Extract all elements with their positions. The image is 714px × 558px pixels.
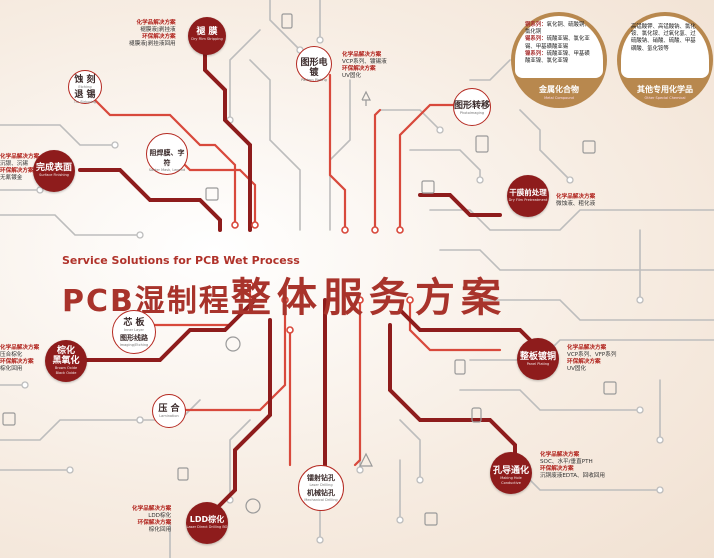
node-label: 整板镀铜 — [519, 352, 556, 362]
node-label-en: Etching — [78, 85, 92, 89]
node-label-en: Laser Direct Drilling BO — [186, 525, 228, 529]
node-label-en-2: Tin Stripping — [73, 100, 97, 104]
node-label: 蚀 刻 — [74, 75, 96, 85]
desc-dry-film-stripping: 化学品解决方案 褪膜液|剥挂液 环保解决方案 褪膜液|剥挂液回用 — [129, 20, 176, 47]
node-label-en-2: Black Oxide — [55, 371, 77, 375]
banner-title-part2: 整体服务方案 — [230, 275, 507, 321]
node-label-en: Pattern Plating — [301, 78, 327, 82]
node-label-en: Surface Finishing — [39, 173, 69, 177]
node-label-en: Photoimaging — [459, 111, 485, 115]
chem-metal-lines: 铜系列：氧化铜、硫酸铜、氯化铜 锡系列：硫酸亚锡、氯化亚锡、甲基磺酸亚锡 镍系列… — [525, 22, 590, 65]
desc-ldd-brown-oxide: 化学品解决方案 LDD棕化 环保解决方案 棕化回用 — [132, 506, 172, 533]
node-brown-oxide: 棕化 黑氧化 Brown Oxide Black Oxide — [45, 340, 87, 382]
node-solder-mask: 阻焊膜、字符 Solder Mask, Legend — [146, 133, 188, 175]
node-lamination: 压 合 Lamination — [152, 394, 186, 428]
node-surface-finishing: 完成表面 Surface Finishing — [33, 150, 75, 192]
node-label-en: Panel Plating — [526, 362, 550, 366]
node-label-2: 机械钻孔 — [307, 489, 335, 497]
node-ldd-brown-oxide: LDD棕化 Laser Direct Drilling BO — [186, 502, 228, 544]
node-label-en: Dry Film Pretreatment — [508, 198, 548, 202]
node-label-2: 黑氧化 — [52, 356, 80, 366]
chem-other-special: 高锰酸钾、高锰酸钠、氯化铵、氯化铵、过氧化氢、过硫酸钠、硝酸、硫酸、甲基磺酸、氢… — [617, 12, 713, 108]
desc-making-hole-conductive: 化学品解决方案 SOC、水平/垂直PTH 环保解决方案 沉铜废液EDTA、回收回… — [540, 452, 605, 479]
node-label: 图形电镀 — [300, 58, 328, 78]
title-banner: Service Solutions for PCB Wet Process PC… — [62, 254, 662, 323]
node-label-en: Lamination — [159, 414, 179, 418]
node-label: 芯 板 — [123, 318, 145, 328]
node-label-2: 退 锡 — [74, 90, 96, 100]
node-dry-film-pretreatment: 干膜前处理 Dry Film Pretreatment — [507, 175, 549, 217]
desc-pattern-plating: 化学品解决方案 VCP系列、镀锡液 环保解决方案 UV固化 — [342, 52, 387, 79]
node-label: LDD棕化 — [189, 515, 225, 524]
node-inner-layer: 芯 板 Inner Layer 图形线路 Imaging/Etching — [112, 310, 156, 354]
node-label: 阻焊膜、字符 — [149, 149, 185, 167]
node-label-2: 图形线路 — [120, 334, 148, 342]
node-dry-film-stripping: 褪 膜 Dry Film Stripping — [188, 17, 226, 55]
node-label: 压 合 — [158, 404, 180, 414]
chem-special-panel — [621, 16, 709, 78]
node-label: 棕化 — [56, 346, 75, 356]
desc-surface-finishing: 化学品解决方案 沉银、沉锡 环保解决方案 无氰镀金 — [0, 154, 40, 181]
node-making-hole-conductive: 孔导通化 Making Hole Conductive — [490, 452, 532, 494]
node-label: 镭射钻孔 — [307, 474, 335, 482]
node-label: 孔导通化 — [492, 466, 529, 476]
node-label: 褪 膜 — [196, 27, 218, 37]
chem-metal-compound: 铜系列：氧化铜、硫酸铜、氯化铜 锡系列：硫酸亚锡、氯化亚锡、甲基磺酸亚锡 镍系列… — [511, 12, 607, 108]
banner-subtitle: Service Solutions for PCB Wet Process — [62, 254, 300, 267]
node-etching: 蚀 刻 Etching 退 锡 Tin Stripping — [68, 70, 102, 104]
node-label-en: Brown Oxide — [54, 366, 78, 370]
node-panel-plating: 整板镀铜 Panel Plating — [517, 338, 559, 380]
node-label-en-2: Imaging/Etching — [119, 343, 149, 347]
node-label-en: Dry Film Stripping — [191, 37, 223, 41]
node-label-en-2: Mechanical Drilling — [304, 498, 338, 502]
node-label: 图形转移 — [454, 101, 491, 111]
node-label: 干膜前处理 — [509, 188, 547, 197]
node-label-en: Solder Mask, Legend — [148, 168, 186, 172]
chem-metal-title: 金属化合物 — [539, 85, 579, 94]
chem-special-text: 高锰酸钾、高锰酸钠、氯化铵、氯化铵、过氧化氢、过硫酸钠、硝酸、硫酸、甲基磺酸、氢… — [631, 24, 696, 52]
node-label-en: Making Hole Conductive — [500, 476, 522, 485]
node-label-en: Laser Drilling — [309, 483, 333, 487]
chem-special-title-en: Other Special Chemical — [644, 96, 686, 100]
node-drilling: 镭射钻孔 Laser Drilling 机械钻孔 Mechanical Dril… — [298, 465, 344, 511]
chem-metal-title-en: Metal Compound — [544, 96, 574, 100]
node-label-en: Inner Layer — [124, 328, 144, 332]
node-label: 完成表面 — [35, 163, 72, 173]
node-pattern-plating: 图形电镀 Pattern Plating — [296, 46, 332, 82]
desc-panel-plating: 化学品解决方案 VCP系列、VFP系列 环保解决方案 UV固化 — [567, 345, 617, 372]
desc-dry-film-pretreatment: 化学品解决方案 微蚀液、粗化液 — [556, 194, 596, 207]
desc-brown-oxide: 化学品解决方案 压合棕化 环保解决方案 棕化回用 — [0, 345, 40, 372]
chem-metal-panel — [515, 16, 603, 78]
chem-special-title: 其他专用化学品 — [637, 85, 693, 94]
node-photoimaging: 图形转移 Photoimaging — [453, 88, 491, 126]
